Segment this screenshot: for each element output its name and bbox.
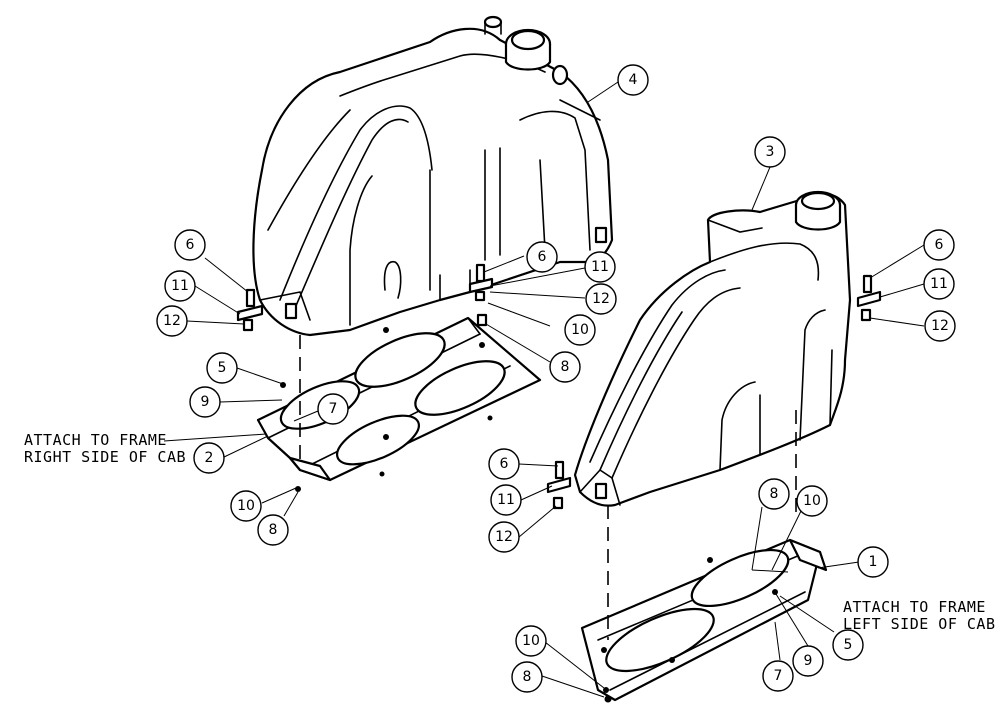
leader-lines <box>163 81 925 698</box>
callout-number: 7 <box>774 668 783 684</box>
callout-7b: 7 <box>762 660 794 692</box>
callout-number: 6 <box>538 249 547 265</box>
callout-number: 11 <box>930 276 948 292</box>
callout-number: 5 <box>218 360 227 376</box>
callout-number: 6 <box>500 456 509 472</box>
callout-number: 11 <box>591 259 609 275</box>
callouts: 1 2 3 4 5 5 6 6 6 6 7 7 8 8 8 8 9 9 10 1… <box>156 64 956 693</box>
callout-number: 5 <box>844 637 853 653</box>
callout-number: 8 <box>523 669 532 685</box>
callout-3: 3 <box>754 136 786 168</box>
callout-4: 4 <box>617 64 649 96</box>
note-right-side: ATTACH TO FRAME RIGHT SIDE OF CAB <box>24 432 186 466</box>
callout-6d: 6 <box>488 448 520 480</box>
callout-11c: 11 <box>923 268 955 300</box>
callout-5a: 5 <box>206 352 238 384</box>
note-right-line2: RIGHT SIDE OF CAB <box>24 448 187 466</box>
note-left-line1: ATTACH TO FRAME <box>843 598 986 616</box>
callout-number: 10 <box>237 498 255 514</box>
note-left-side: ATTACH TO FRAME LEFT SIDE OF CAB <box>843 599 996 633</box>
callout-number: 2 <box>205 450 214 466</box>
callout-8b: 8 <box>257 514 289 546</box>
hardware-left-tank-top-clip <box>856 274 882 322</box>
callout-number: 12 <box>931 318 949 334</box>
callout-11d: 11 <box>490 484 522 516</box>
left-bracket-plate <box>580 538 828 702</box>
callout-number: 10 <box>522 633 540 649</box>
alignment-lines <box>299 335 797 640</box>
callout-7a: 7 <box>317 393 349 425</box>
callout-number: 10 <box>571 322 589 338</box>
callout-8a: 8 <box>549 351 581 383</box>
callout-number: 11 <box>497 492 515 508</box>
callout-6c: 6 <box>923 229 955 261</box>
callout-number: 8 <box>770 486 779 502</box>
callout-12c: 12 <box>924 310 956 342</box>
callout-number: 12 <box>592 291 610 307</box>
hardware-left-tank-bottom-clip <box>546 460 572 510</box>
callout-12d: 12 <box>488 521 520 553</box>
callout-10d: 10 <box>515 625 547 657</box>
callout-number: 1 <box>869 554 878 570</box>
callout-6b: 6 <box>526 241 558 273</box>
callout-5b: 5 <box>832 629 864 661</box>
callout-10c: 10 <box>796 485 828 517</box>
callout-number: 10 <box>803 493 821 509</box>
callout-9a: 9 <box>189 386 221 418</box>
callout-number: 12 <box>163 313 181 329</box>
callout-11a: 11 <box>164 270 196 302</box>
note-right-line1: ATTACH TO FRAME <box>24 431 167 449</box>
callout-8c: 8 <box>758 478 790 510</box>
callout-number: 9 <box>804 653 813 669</box>
callout-number: 7 <box>329 401 338 417</box>
callout-number: 8 <box>269 522 278 538</box>
callout-number: 3 <box>766 144 775 160</box>
callout-number: 6 <box>935 237 944 253</box>
callout-1: 1 <box>857 546 889 578</box>
hardware-right-tank-right-clip <box>468 263 494 327</box>
callout-number: 9 <box>201 394 210 410</box>
callout-9b: 9 <box>792 645 824 677</box>
note-left-line2: LEFT SIDE OF CAB <box>843 615 996 633</box>
callout-6a: 6 <box>174 229 206 261</box>
callout-number: 11 <box>171 278 189 294</box>
callout-12b: 12 <box>585 283 617 315</box>
callout-8d: 8 <box>511 661 543 693</box>
callout-10b: 10 <box>230 490 262 522</box>
left-fuel-tank <box>573 190 852 507</box>
callout-number: 4 <box>629 72 638 88</box>
callout-2: 2 <box>193 442 225 474</box>
right-fuel-tank <box>252 15 614 337</box>
callout-10a: 10 <box>564 314 596 346</box>
callout-11b: 11 <box>584 251 616 283</box>
callout-number: 8 <box>561 359 570 375</box>
callout-number: 6 <box>186 237 195 253</box>
callout-number: 12 <box>495 529 513 545</box>
hardware-right-tank-left-clip <box>236 288 264 332</box>
callout-12a: 12 <box>156 305 188 337</box>
